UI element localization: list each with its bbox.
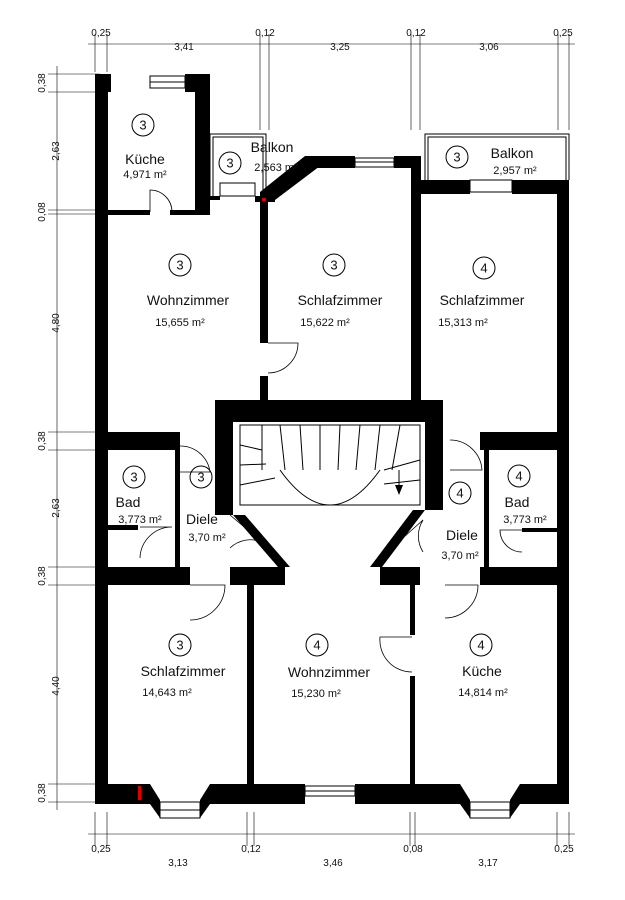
doors: [139, 189, 523, 673]
unit-marker: [445, 145, 469, 169]
dim-bottom-2: 3,13: [168, 858, 188, 869]
room-name: Küche: [462, 663, 502, 679]
room-area: 14,814 m²: [458, 687, 508, 699]
room-area: 14,643 m²: [142, 687, 192, 699]
room-name: Bad: [116, 494, 141, 510]
dim-bottom-3: 0,12: [241, 844, 261, 855]
dim-left-4: 4,80: [51, 313, 62, 333]
unit-number: 3: [330, 258, 337, 273]
room-wohnzimmer-4: 4 Wohnzimmer 15,230 m²: [288, 633, 371, 700]
room-area: 4,971 m²: [123, 169, 167, 181]
unit-marker: [472, 256, 496, 280]
dim-top-4: 3,25: [330, 42, 350, 53]
room-diele-3: 3 Diele 3,70 m²: [186, 465, 226, 544]
unit-number: 4: [313, 638, 320, 653]
room-bad-4: 4 Bad 3,773 m²: [503, 464, 547, 526]
staircase: [239, 424, 421, 506]
dim-bottom-5: 0,08: [403, 844, 423, 855]
room-area: 3,70 m²: [441, 550, 479, 562]
room-name: Schlafzimmer: [298, 292, 383, 308]
room-name: Diele: [186, 511, 218, 527]
room-area: 2,563 m²: [254, 162, 298, 174]
room-name: Schlafzimmer: [440, 292, 525, 308]
room-area: 15,230 m²: [291, 688, 341, 700]
dimension-labels-bottom: 0,25 3,13 0,12 3,46 0,08 3,17 0,25: [91, 844, 574, 869]
dim-bottom-6: 3,17: [478, 858, 498, 869]
unit-number: 4: [515, 469, 522, 484]
room-name: Balkon: [251, 139, 294, 155]
room-schlafzimmer-4: 4 Schlafzimmer 15,313 m²: [438, 256, 525, 329]
dim-top-3: 0,12: [255, 28, 275, 39]
room-name: Wohnzimmer: [288, 664, 371, 680]
dimension-labels-top: 0,25 3,41 0,12 3,25 0,12 3,06 0,25: [91, 28, 573, 53]
unit-marker: [131, 113, 155, 137]
room-area: 15,313 m²: [438, 317, 488, 329]
room-name: Bad: [505, 494, 530, 510]
unit-number: 3: [130, 470, 137, 485]
dim-left-3: 0,08: [37, 202, 48, 222]
room-bad-3: 3 Bad 3,773 m²: [116, 465, 162, 526]
unit-marker: [168, 633, 192, 657]
dim-bottom-4: 3,46: [323, 858, 343, 869]
room-wohnzimmer-3: 3 Wohnzimmer 15,655 m²: [147, 253, 230, 329]
room-balkon-right: 3 Balkon 2,957 m²: [445, 145, 537, 177]
unit-number: 4: [480, 261, 487, 276]
room-area: 3,70 m²: [188, 532, 226, 544]
unit-marker: [469, 633, 493, 657]
dim-top-1: 0,25: [91, 28, 111, 39]
unit-number: 3: [197, 470, 204, 485]
unit-number: 3: [176, 638, 183, 653]
dimension-lines: [48, 34, 575, 846]
room-balkon-left: 3 Balkon 2,563 m²: [218, 139, 298, 175]
dim-top-6: 3,06: [479, 42, 499, 53]
dim-left-8: 4,40: [51, 676, 62, 696]
dim-top-2: 3,41: [174, 42, 194, 53]
room-diele-4: 4 Diele 3,70 m²: [441, 481, 479, 562]
unit-number: 3: [453, 150, 460, 165]
unit-marker: [168, 253, 192, 277]
room-area: 15,622 m²: [300, 317, 350, 329]
unit-number: 3: [226, 156, 233, 171]
room-name: Schlafzimmer: [141, 663, 226, 679]
unit-marker: [448, 481, 472, 505]
unit-number: 3: [139, 118, 146, 133]
unit-marker: [507, 464, 531, 488]
room-kueche-4: 4 Küche 14,814 m²: [458, 633, 508, 699]
room-name: Wohnzimmer: [147, 292, 230, 308]
dim-bottom-1: 0,25: [91, 844, 111, 855]
unit-number: 3: [176, 258, 183, 273]
unit-marker: [189, 465, 213, 489]
room-name: Küche: [125, 151, 165, 167]
windows: [149, 75, 511, 819]
unit-marker: [218, 151, 242, 175]
dim-top-5: 0,12: [406, 28, 426, 39]
room-name: Balkon: [491, 145, 534, 161]
room-area: 15,655 m²: [155, 317, 205, 329]
room-kueche-3: 3 Küche 4,971 m²: [123, 113, 167, 181]
dim-left-6: 2,63: [51, 498, 62, 518]
dimension-labels-left: 0,38 2,63 0,08 4,80 0,38 2,63 0,38 4,40 …: [37, 73, 62, 803]
room-area: 3,773 m²: [118, 514, 162, 526]
dim-left-2: 2,63: [51, 141, 62, 161]
room-area: 2,957 m²: [493, 165, 537, 177]
unit-marker: [122, 465, 146, 489]
unit-marker: [322, 253, 346, 277]
dim-bottom-7: 0,25: [554, 844, 574, 855]
balconies: [209, 133, 570, 197]
dim-left-5: 0,38: [37, 431, 48, 451]
walls: [95, 74, 569, 818]
dim-left-1: 0,38: [37, 73, 48, 93]
room-area: 3,773 m²: [503, 514, 547, 526]
unit-marker: [305, 633, 329, 657]
room-name: Diele: [446, 527, 478, 543]
unit-number: 4: [456, 486, 463, 501]
room-schlafzimmer-3: 3 Schlafzimmer 15,622 m²: [298, 253, 383, 329]
room-schlafzimmer-3-lower: 3 Schlafzimmer 14,643 m²: [141, 633, 226, 699]
dim-left-9: 0,38: [37, 783, 48, 803]
dim-left-7: 0,38: [37, 566, 48, 586]
dim-top-7: 0,25: [553, 28, 573, 39]
unit-number: 4: [477, 638, 484, 653]
